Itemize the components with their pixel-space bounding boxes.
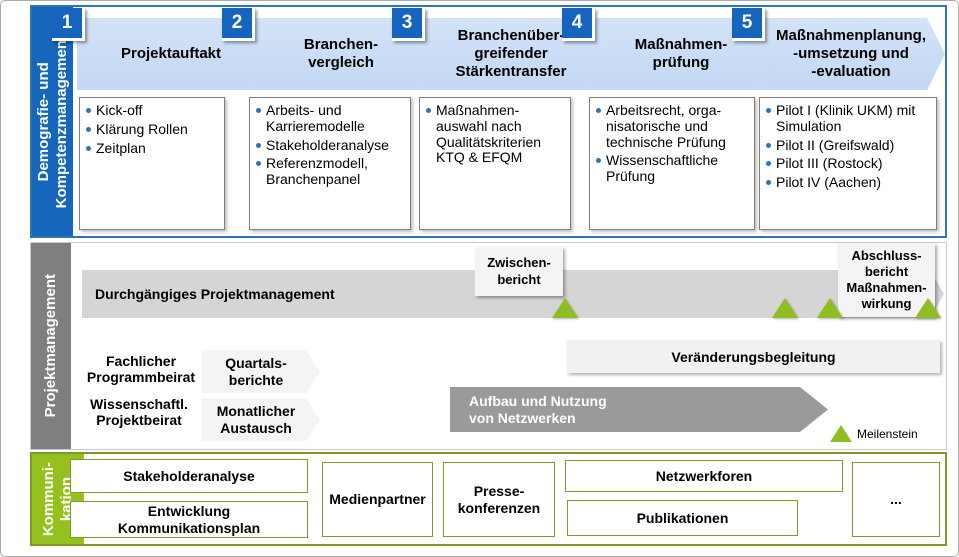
bullet-item: Pilot I (Klinik UKM) mit Simulation bbox=[765, 102, 934, 135]
phase-number-badge-3: 3 bbox=[392, 8, 425, 41]
bullet-item: Arbeits- und Karrieremodelle bbox=[255, 102, 408, 135]
kommunikationsplan-box: Entwicklung Kommunikationsplan bbox=[70, 501, 308, 538]
phase-detail-box-4: Arbeitsrecht, orga-nisatorische und tech… bbox=[589, 97, 755, 230]
phase-bullet-list-1: Kick-off Klärung Rollen Zeitplan bbox=[85, 102, 222, 157]
weitere-box: ... bbox=[852, 462, 940, 537]
bullet-item: Kick-off bbox=[85, 102, 222, 119]
section-kommunikation: Kommuni- kation Stakeholderanalyse Entwi… bbox=[30, 452, 947, 546]
bullet-item: Klärung Rollen bbox=[85, 121, 222, 138]
phase-number-badge-2: 2 bbox=[222, 8, 255, 41]
phase-number-badge-5: 5 bbox=[732, 8, 765, 41]
phase-bullet-list-2: Arbeits- und Karrieremodelle Stakeholder… bbox=[255, 102, 408, 188]
bullet-icon bbox=[596, 108, 601, 113]
bullet-item: Referenzmodell, Branchenpanel bbox=[255, 156, 408, 188]
bullet-icon bbox=[256, 161, 261, 167]
bullet-icon bbox=[426, 108, 431, 113]
phase-detail-box-3: Maßnahmen-auswahl nach Qualitätskriterie… bbox=[419, 97, 571, 230]
bullet-icon bbox=[766, 108, 771, 113]
bullet-icon bbox=[596, 158, 601, 164]
fachlicher-programmbeirat-label: Fachlicher Programmbeirat bbox=[86, 353, 196, 386]
phase-detail-box-5: Pilot I (Klinik UKM) mit Simulation Pilo… bbox=[759, 97, 937, 230]
milestone-triangle-icon bbox=[817, 298, 843, 318]
bullet-item: Pilot IV (Aachen) bbox=[765, 174, 934, 191]
netzwerke-arrow: Aufbau und Nutzung von Netzwerken bbox=[450, 387, 828, 432]
pressekonferenzen-box: Presse- konferenzen bbox=[443, 462, 555, 537]
publikationen-box: Publikationen bbox=[567, 500, 798, 536]
bullet-icon bbox=[86, 126, 91, 132]
bullet-icon bbox=[86, 108, 91, 113]
quartalsberichte-arrow: Quartals- berichte bbox=[202, 350, 320, 393]
phase-number-badge-4: 4 bbox=[562, 8, 595, 41]
phase-detail-box-1: Kick-off Klärung Rollen Zeitplan bbox=[79, 97, 225, 230]
bullet-item: Zeitplan bbox=[85, 140, 222, 157]
section-label-projektmanagement: Projektmanagement bbox=[42, 274, 59, 418]
phase-bullet-list-5: Pilot I (Klinik UKM) mit Simulation Pilo… bbox=[765, 102, 934, 191]
phase-title-3: Branchenüber- greifender Stärkentransfer bbox=[455, 27, 567, 80]
phase-number-badge-1: 1 bbox=[52, 8, 85, 41]
section-demografie: Demografie- und Kompetenzmanagement Proj… bbox=[30, 5, 947, 238]
phase-bullet-list-4: Arbeitsrecht, orga-nisatorische und tech… bbox=[595, 102, 752, 185]
bullet-item: Wissenschaftliche Prüfung bbox=[595, 153, 752, 185]
section-label-demografie: Demografie- und Kompetenzmanagement bbox=[34, 34, 70, 209]
phase-title-1: Projektauftakt bbox=[120, 45, 222, 63]
bullet-icon bbox=[256, 108, 261, 113]
stakeholderanalyse-box: Stakeholderanalyse bbox=[70, 459, 308, 493]
veraenderungsbegleitung-box: Veränderungsbegleitung bbox=[567, 340, 940, 373]
phase-title-2: Branchen- vergleich bbox=[303, 36, 379, 71]
wissenschaftl-projektbeirat-label: Wissenschaftl. Projektbeirat bbox=[90, 396, 188, 429]
phase-bullet-list-3: Maßnahmen-auswahl nach Qualitätskriterie… bbox=[425, 102, 568, 166]
bullet-item: Stakeholderanalyse bbox=[255, 137, 408, 154]
phase-arrow-5: Maßnahmenplanung, -umsetzung und -evalua… bbox=[757, 18, 945, 90]
netzwerkforen-box: Netzwerkforen bbox=[565, 460, 843, 492]
phase-title-5: Maßnahmenplanung, -umsetzung und -evalua… bbox=[776, 27, 926, 80]
section-projektmanagement: Projektmanagement Durchgängiges Projektm… bbox=[30, 242, 947, 450]
phase-title-4: Maßnahmen- prüfung bbox=[634, 36, 728, 71]
milestone-triangle-icon bbox=[772, 298, 798, 318]
monatlicher-austausch-arrow: Monatlicher Austausch bbox=[202, 398, 320, 441]
bullet-icon bbox=[766, 180, 771, 186]
bullet-item: Pilot II (Greifswald) bbox=[765, 137, 934, 154]
medienpartner-box: Medienpartner bbox=[322, 462, 433, 537]
section-label-bar-projektmanagement: Projektmanagement bbox=[31, 243, 71, 449]
meilenstein-legend-label: Meilenstein bbox=[857, 427, 918, 441]
milestone-triangle-icon bbox=[915, 298, 941, 318]
bullet-icon bbox=[256, 142, 261, 148]
bullet-item: Pilot III (Rostock) bbox=[765, 156, 934, 172]
zwischenbericht-box: Zwischen- bericht bbox=[475, 247, 563, 296]
milestone-triangle-icon bbox=[552, 298, 578, 318]
bullet-item: Arbeitsrecht, orga-nisatorische und tech… bbox=[595, 102, 752, 150]
phase-detail-box-2: Arbeits- und Karrieremodelle Stakeholder… bbox=[249, 97, 411, 230]
section-label-bar-demografie: Demografie- und Kompetenzmanagement bbox=[32, 7, 73, 236]
bullet-icon bbox=[766, 142, 771, 148]
meilenstein-legend-triangle-icon bbox=[830, 425, 852, 442]
bullet-icon bbox=[86, 145, 91, 151]
bullet-item: Maßnahmen-auswahl nach Qualitätskriterie… bbox=[425, 102, 568, 166]
bullet-icon bbox=[766, 161, 771, 167]
